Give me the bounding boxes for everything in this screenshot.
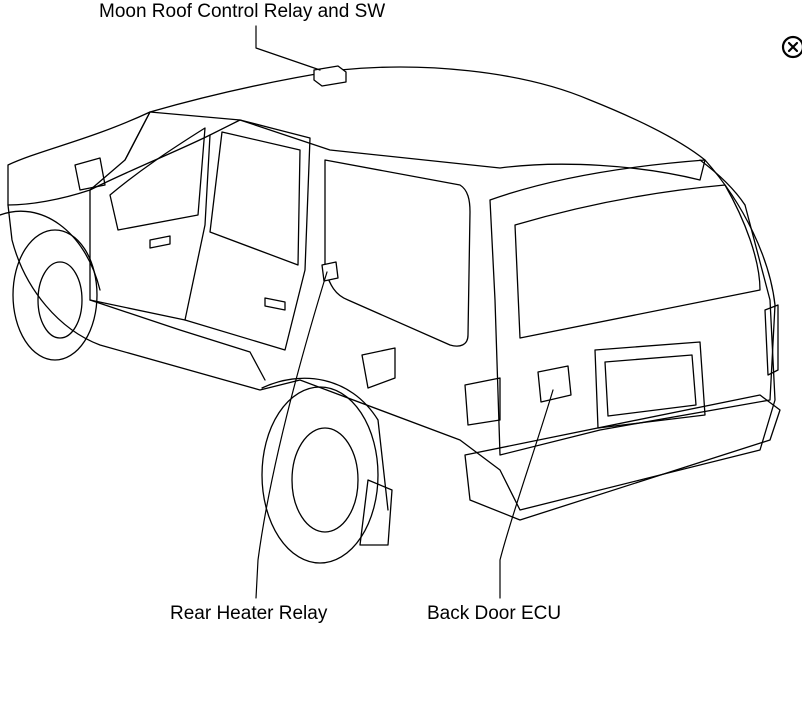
rear-heater-relay-box xyxy=(321,261,339,282)
close-icon[interactable] xyxy=(780,34,802,60)
windshield-frame xyxy=(124,111,151,161)
rear-door-handle xyxy=(264,297,286,311)
moon-roof-relay-label: Moon Roof Control Relay and SW xyxy=(99,1,386,22)
leader-rear-heater xyxy=(255,271,328,599)
back-door-ecu-label: Back Door ECU xyxy=(427,603,562,624)
front-wheel-arch xyxy=(0,210,101,291)
license-plate xyxy=(604,354,697,417)
leader-back-door xyxy=(499,389,554,599)
mud-flap xyxy=(359,479,393,546)
close-circle-glyph xyxy=(781,35,802,59)
tailgate xyxy=(489,159,776,456)
roof-rear-edge xyxy=(699,159,746,206)
tail-light xyxy=(464,377,501,426)
rear-wheel xyxy=(261,386,379,564)
rear-heater-relay-label: Rear Heater Relay xyxy=(170,603,328,624)
rear-wheel-hub xyxy=(291,427,359,533)
hood xyxy=(7,111,151,206)
tail-light-right xyxy=(764,304,779,376)
front-window xyxy=(109,127,206,231)
rear-window xyxy=(209,131,301,266)
rear-glass xyxy=(514,184,761,339)
front-door-handle xyxy=(149,235,171,249)
roof-outline xyxy=(149,66,706,181)
quarter-window xyxy=(324,159,471,347)
leader-moonroof xyxy=(255,25,321,71)
rear-door xyxy=(184,119,311,351)
license-plate-recess xyxy=(594,341,706,429)
front-wheel-hub xyxy=(37,261,83,339)
moonroof-relay-box xyxy=(313,65,347,87)
front-door xyxy=(89,134,211,321)
side-mirror xyxy=(74,157,106,191)
rear-wheel-arch xyxy=(261,377,389,511)
back-door-ecu-box xyxy=(537,365,572,403)
rear-bumper xyxy=(464,394,781,521)
front-wheel xyxy=(12,229,98,361)
fuel-door xyxy=(361,347,396,389)
